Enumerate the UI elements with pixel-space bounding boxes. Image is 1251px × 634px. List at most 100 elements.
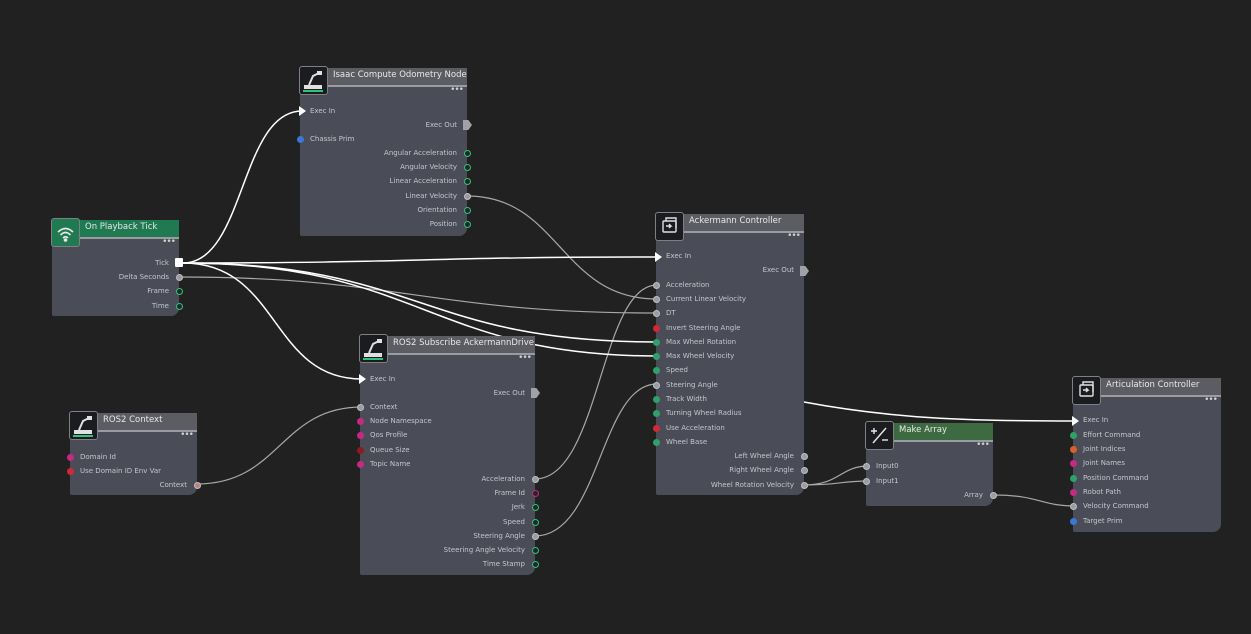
input-port[interactable] [653, 282, 660, 289]
controller-icon [1072, 376, 1101, 405]
input-port[interactable] [67, 468, 74, 475]
node-header[interactable] [656, 214, 804, 233]
input-port[interactable] [1070, 475, 1077, 482]
port-label: Context [159, 481, 187, 489]
input-port[interactable] [653, 353, 660, 360]
output-port[interactable] [464, 207, 471, 214]
wire-linear-velocity-to-current-linear-velocity[interactable] [466, 195, 658, 300]
input-port[interactable] [1070, 503, 1077, 510]
node-header[interactable] [52, 220, 179, 239]
input-port[interactable] [653, 396, 660, 403]
wire-tick-to-ros2sub-exec-in[interactable] [182, 262, 363, 380]
input-port[interactable] [653, 367, 660, 374]
input-port[interactable] [357, 404, 364, 411]
articulation-controller-node[interactable]: Articulation Controller ••• Exec In Effo… [1070, 376, 1221, 532]
node-header[interactable] [70, 413, 197, 432]
node-menu-icon[interactable]: ••• [976, 440, 990, 450]
exec-out-port[interactable] [800, 266, 809, 276]
input-port[interactable] [1070, 446, 1077, 453]
output-port[interactable] [464, 178, 471, 185]
input-port[interactable] [653, 439, 660, 446]
input-port[interactable] [357, 432, 364, 439]
wire-wheel-rotation-velocity-to-input1[interactable] [803, 480, 870, 486]
input-port[interactable] [863, 478, 870, 485]
wire-acceleration-to-acceleration[interactable] [534, 284, 658, 480]
odometry-node[interactable]: Isaac Compute Odometry Node ••• Exec In … [297, 66, 472, 236]
wire-array-to-velocity-command[interactable] [992, 494, 1077, 507]
output-port[interactable] [176, 303, 183, 310]
exec-in-port[interactable] [1072, 416, 1079, 426]
output-port[interactable] [990, 492, 997, 499]
output-port[interactable] [532, 547, 539, 554]
port-label: Speed [503, 518, 525, 526]
output-port[interactable] [176, 274, 183, 281]
output-port[interactable] [176, 288, 183, 295]
exec-out-port[interactable] [463, 120, 472, 130]
input-port[interactable] [1070, 489, 1077, 496]
exec-in-port[interactable] [655, 252, 662, 262]
node-menu-icon[interactable]: ••• [787, 231, 801, 241]
node-header[interactable] [1073, 378, 1221, 397]
output-port[interactable] [194, 482, 201, 489]
wire-tick-to-max-wheel-rotation[interactable] [182, 262, 658, 343]
wire-tick-to-odometry-exec-in[interactable] [182, 110, 303, 264]
input-port[interactable] [357, 447, 364, 454]
input-port[interactable] [653, 382, 660, 389]
tick-exec-port[interactable] [175, 258, 183, 267]
node-title: Make Array [899, 425, 947, 435]
input-port[interactable] [653, 310, 660, 317]
node-menu-icon[interactable]: ••• [180, 430, 194, 440]
input-port[interactable] [1070, 432, 1077, 439]
output-port[interactable] [532, 476, 539, 483]
output-port[interactable] [532, 519, 539, 526]
node-menu-icon[interactable]: ••• [162, 237, 176, 247]
node-menu-icon[interactable]: ••• [450, 85, 464, 95]
output-port[interactable] [532, 533, 539, 540]
output-port[interactable] [532, 561, 539, 568]
output-port[interactable] [464, 221, 471, 228]
exec-out-port[interactable] [531, 388, 540, 398]
output-port[interactable] [464, 150, 471, 157]
playback-tick-node[interactable]: On Playback Tick ••• Tick Delta Seconds … [51, 218, 183, 316]
input-port[interactable] [653, 425, 660, 432]
wire-steering-angle-to-steering-angle[interactable] [534, 383, 658, 537]
input-port[interactable] [1070, 518, 1077, 525]
input-port[interactable] [357, 418, 364, 425]
port-label: Speed [666, 366, 688, 374]
ros2-context-node[interactable]: ROS2 Context ••• Domain Id Use Domain ID… [67, 411, 201, 495]
wire-context-to-context[interactable] [196, 406, 363, 485]
ackermann-controller-node[interactable]: Ackermann Controller ••• Exec In Exec Ou… [653, 212, 809, 495]
output-port[interactable] [464, 164, 471, 171]
exec-in-port[interactable] [299, 106, 306, 116]
output-port[interactable] [801, 467, 808, 474]
wire-delta-seconds-to-dt[interactable] [178, 276, 658, 314]
wire-tick-to-ackermann-exec-in[interactable] [182, 256, 658, 264]
port-label: Orientation [417, 206, 457, 214]
input-port[interactable] [653, 410, 660, 417]
input-port[interactable] [297, 136, 304, 143]
input-port[interactable] [67, 454, 74, 461]
node-header[interactable] [866, 423, 993, 442]
input-port[interactable] [653, 325, 660, 332]
output-port[interactable] [464, 193, 471, 200]
ros2-subscribe-node[interactable]: ROS2 Subscribe AckermannDrive ••• Exec I… [357, 334, 540, 575]
plus-minus-icon [865, 421, 894, 450]
wire-wheel-rotation-velocity-to-input0[interactable] [803, 465, 870, 486]
node-menu-icon[interactable]: ••• [518, 353, 532, 363]
node-menu-icon[interactable]: ••• [1204, 395, 1218, 405]
input-port[interactable] [653, 296, 660, 303]
node-header[interactable] [300, 68, 467, 87]
make-array-node[interactable]: Make Array ••• Input0 Input1 Array [863, 421, 997, 506]
port-label: Context [370, 403, 398, 411]
output-port[interactable] [532, 504, 539, 511]
node-header[interactable] [360, 336, 535, 355]
output-port[interactable] [532, 490, 539, 497]
input-port[interactable] [1070, 460, 1077, 467]
exec-in-port[interactable] [359, 374, 366, 384]
wire-ackermann-to-articulation-exec-in[interactable] [803, 401, 1077, 422]
input-port[interactable] [863, 463, 870, 470]
output-port[interactable] [801, 453, 808, 460]
output-port[interactable] [801, 482, 808, 489]
input-port[interactable] [653, 339, 660, 346]
input-port[interactable] [357, 461, 364, 468]
